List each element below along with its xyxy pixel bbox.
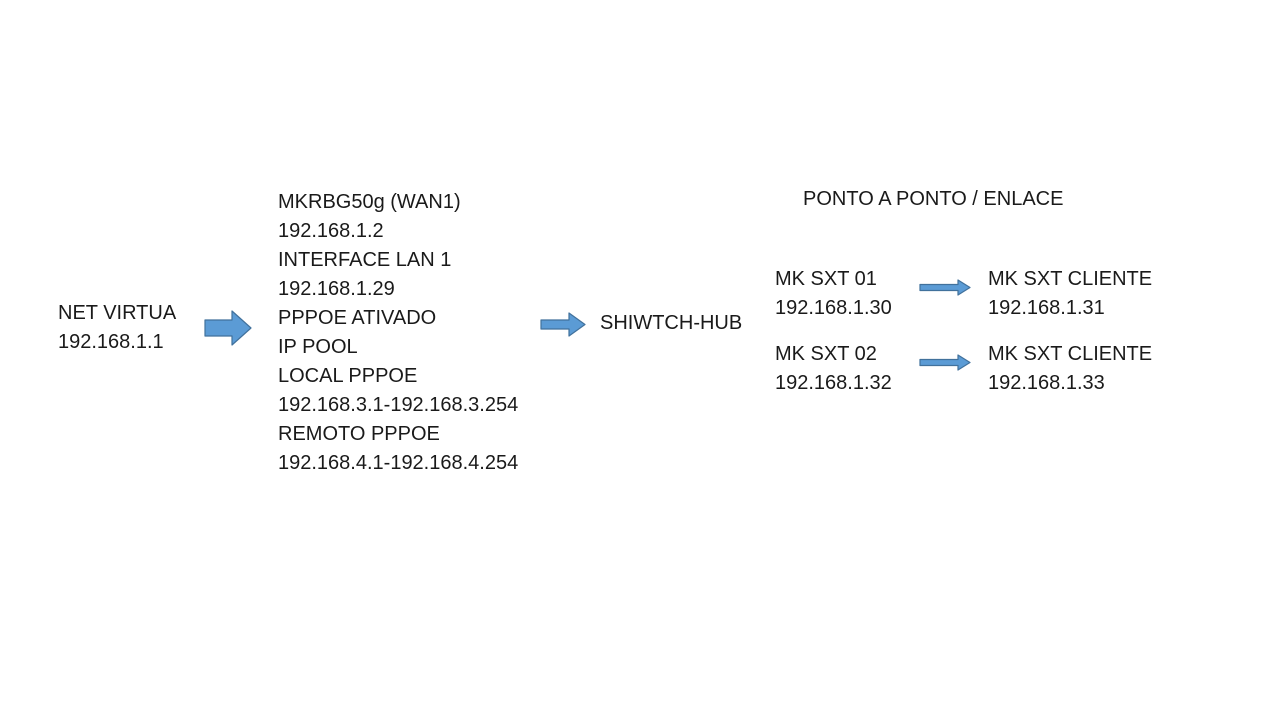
ptp-to-name: MK SXT CLIENTE: [988, 268, 1153, 290]
router-line: INTERFACE LAN 1: [278, 249, 452, 271]
switch-hub-label: SHIWTCH-HUB: [600, 312, 743, 334]
ptp-from-node: MK SXT 01 192.168.1.30: [775, 265, 892, 323]
net-virtua-ip: 192.168.1.1: [58, 331, 164, 353]
router-line: 192.168.1.2: [278, 220, 384, 242]
router-line: 192.168.3.1-192.168.3.254: [278, 394, 519, 416]
router-line: 192.168.1.29: [278, 278, 395, 300]
router-line: IP POOL: [278, 336, 358, 358]
ptp-from-name: MK SXT 02: [775, 343, 877, 365]
arrow-right-icon: [919, 354, 971, 371]
ptp-from-ip: 192.168.1.30: [775, 297, 892, 319]
router-line: PPPOE ATIVADO: [278, 307, 437, 329]
net-virtua-name: NET VIRTUA: [58, 302, 177, 324]
ptp-to-name: MK SXT CLIENTE: [988, 343, 1153, 365]
router-line: 192.168.4.1-192.168.4.254: [278, 452, 519, 474]
ptp-to-ip: 192.168.1.33: [988, 372, 1105, 394]
ptp-to-ip: 192.168.1.31: [988, 297, 1105, 319]
router-line: REMOTO PPPOE: [278, 423, 440, 445]
arrow-right-icon: [919, 279, 971, 296]
ptp-from-ip: 192.168.1.32: [775, 372, 892, 394]
ptp-from-node: MK SXT 02 192.168.1.32: [775, 340, 892, 398]
router-config-block: MKRBG50g (WAN1) 192.168.1.2 INTERFACE LA…: [278, 188, 518, 478]
router-line: MKRBG50g (WAN1): [278, 191, 461, 213]
net-virtua-node: NET VIRTUA 192.168.1.1: [58, 299, 176, 357]
ptp-section-title: PONTO A PONTO / ENLACE: [803, 188, 1064, 210]
ptp-to-node: MK SXT CLIENTE 192.168.1.31: [988, 265, 1152, 323]
ptp-to-node: MK SXT CLIENTE 192.168.1.33: [988, 340, 1152, 398]
router-line: LOCAL PPPOE: [278, 365, 418, 387]
ptp-from-name: MK SXT 01: [775, 268, 877, 290]
arrow-right-icon: [540, 312, 586, 337]
arrow-right-icon: [204, 310, 252, 346]
